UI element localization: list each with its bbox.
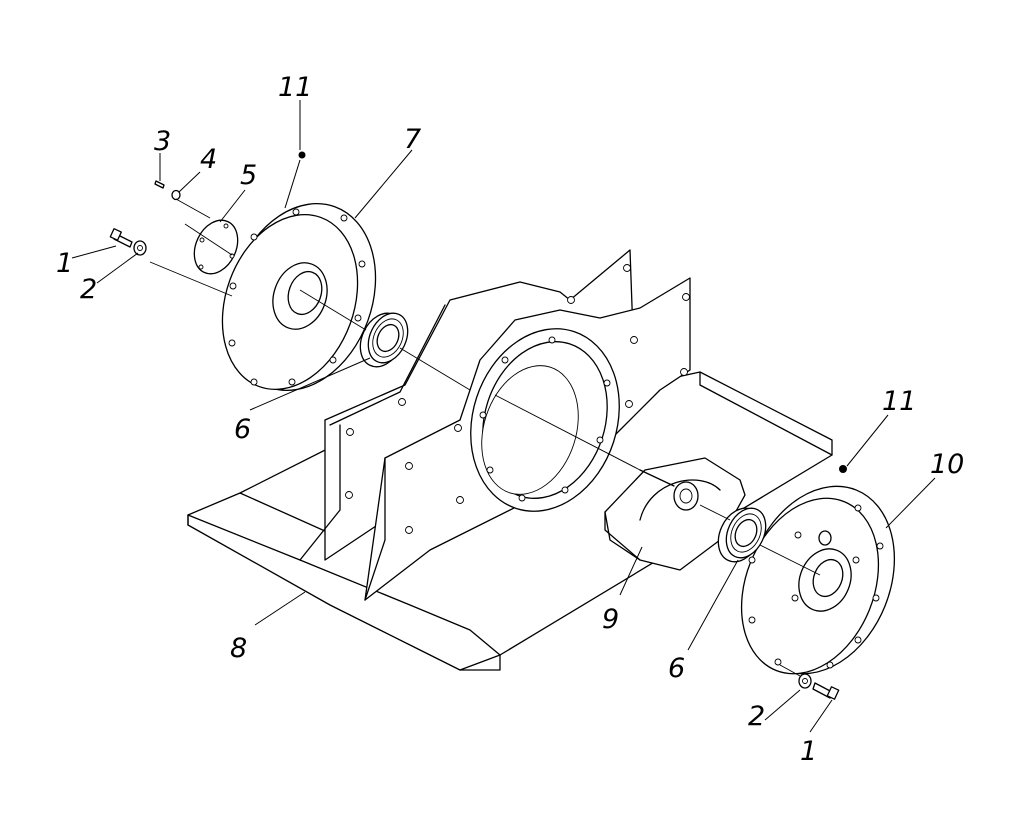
callout-8: 8 [230,633,247,664]
washer-right [798,673,812,689]
callouts: 1 2 3 4 5 6 7 8 9 10 11 11 6 2 1 [56,72,964,767]
callout-2-left: 2 [80,274,97,305]
callout-10: 10 [930,449,964,480]
leader-lines [71,100,936,733]
washer-small [171,189,181,201]
washer-left [133,240,147,256]
callout-1-right: 1 [800,736,817,767]
callout-11-top: 11 [278,72,312,103]
callout-1-left: 1 [56,248,73,279]
bearing-right [717,507,767,563]
plug-right [839,465,847,473]
bearing-left [359,312,409,368]
axis-lines [149,198,821,677]
eccentric-weight [604,457,746,571]
callout-6-right: 6 [668,653,685,684]
callout-6-left: 6 [234,414,251,445]
callout-5: 5 [240,160,257,191]
screw-small [154,180,165,189]
plug-top-left [298,151,306,159]
callout-3: 3 [154,126,171,157]
right-cover-flange [740,485,896,675]
callout-4: 4 [200,144,217,175]
bolt-left [109,228,133,248]
housing-front-plate [299,277,691,601]
callout-2-right: 2 [748,701,765,732]
bolt-right [812,682,840,700]
left-cover-flange [221,203,377,391]
callout-7: 7 [404,124,421,155]
small-cover-plate [193,219,239,275]
callout-11-right: 11 [882,386,916,417]
callout-9: 9 [602,604,619,635]
